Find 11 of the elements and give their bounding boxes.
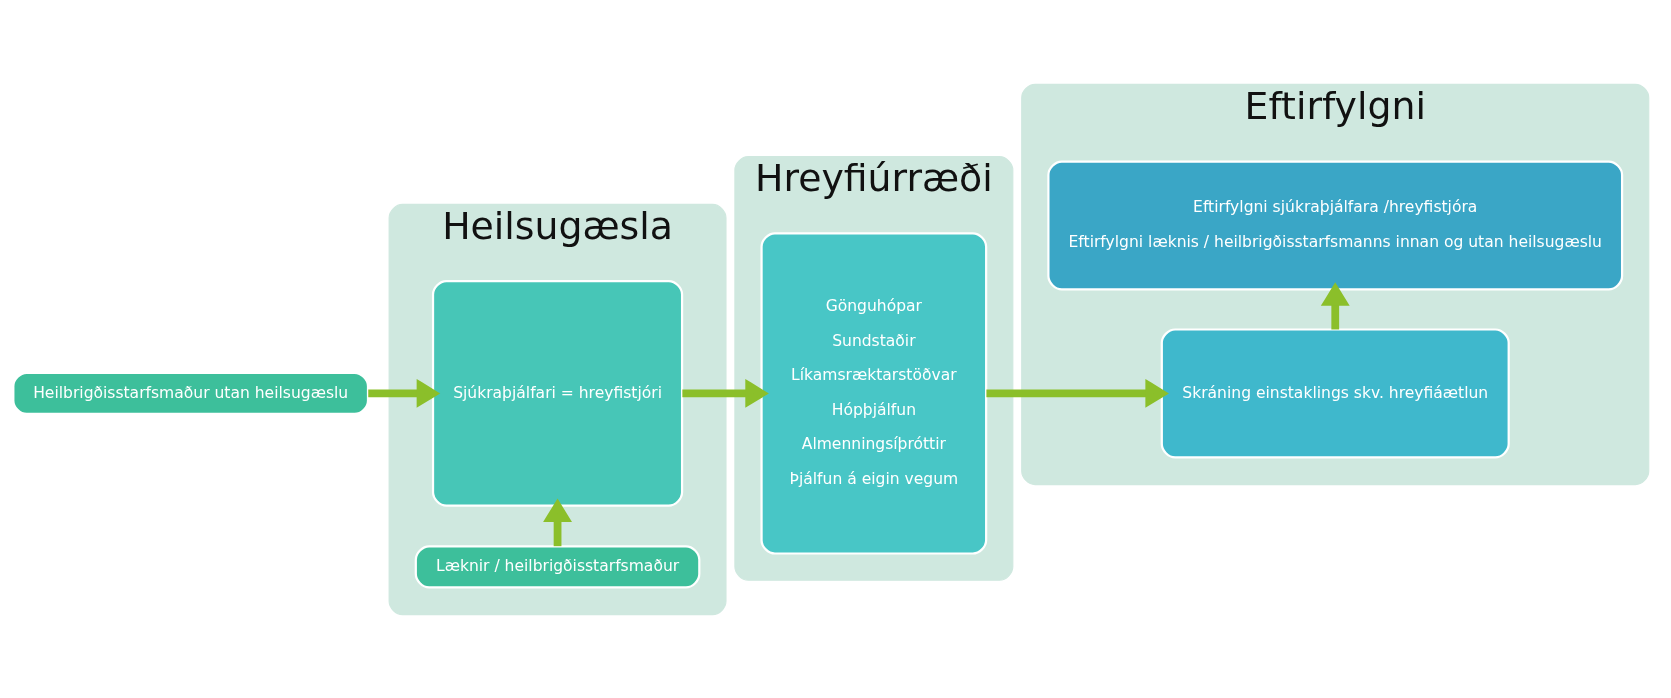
node-box: Eftirfylgni sjúkraþjálfara /hreyfistjóra Eftirfylgni læknis / heilbrigðisstarfsmanns innan og utan heilsugæslu: [1047, 160, 1624, 291]
node-box: Heilbrigðisstarfsmaður utan heilsugæslu: [12, 371, 370, 415]
node-box: Sjúkraþjálfari = hreyfistjóri: [431, 279, 684, 507]
arrow: [543, 497, 572, 546]
node-box: Læknir / heilbrigðisstarfsmaður: [414, 544, 701, 589]
arrow: [1320, 281, 1350, 329]
arrow: [986, 378, 1169, 408]
arrow: [682, 378, 769, 408]
node-box: Skráning einstaklings skv. hreyfiáætlun: [1160, 327, 1510, 458]
arrow: [368, 378, 441, 408]
node-box: Gönguhópar Sundstaðir Líkamsræktarstöðvar Hópþjálfun Almenningsíþróttir Þjálfun á eigin vegum: [760, 231, 988, 555]
